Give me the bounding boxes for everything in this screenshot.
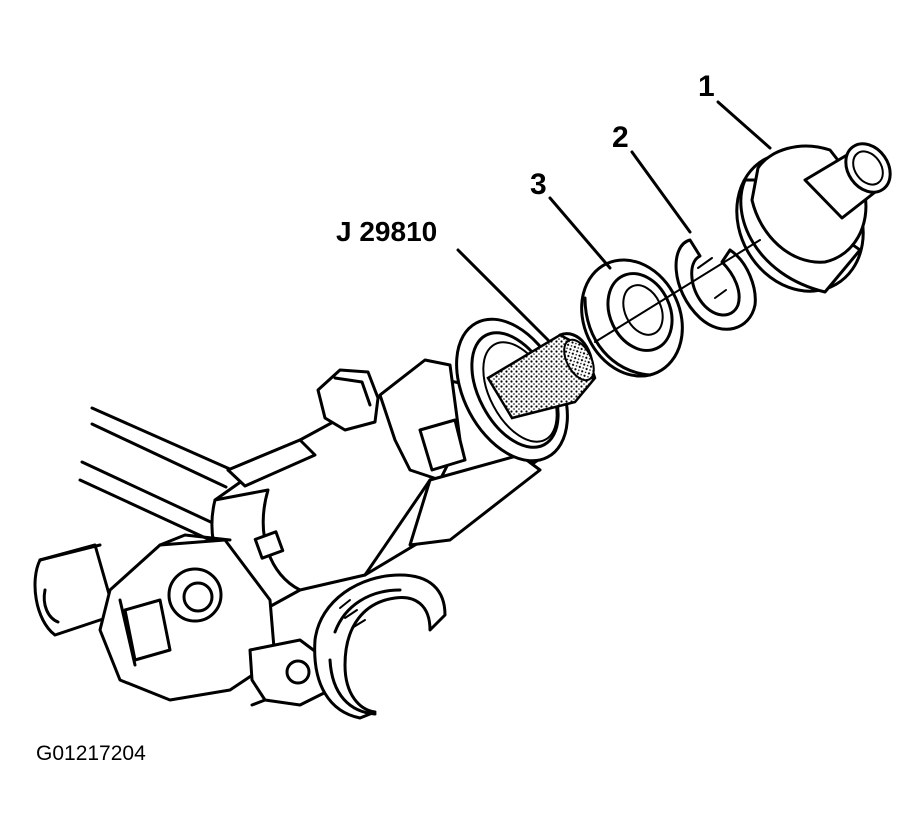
callout-tool: J 29810 [336, 216, 438, 247]
figure-id: G01217204 [36, 742, 146, 765]
leader-line-tool [456, 248, 550, 342]
leader-line-3 [548, 196, 612, 270]
leader-line-1 [716, 100, 772, 150]
assembly-centerline [594, 239, 761, 343]
callout-part-1: 1 [698, 70, 715, 103]
steering-gear-housing [33, 358, 547, 720]
callout-part-2: 2 [612, 121, 629, 154]
callout-part-3: 3 [530, 168, 547, 201]
part-1-end-plug [735, 142, 892, 294]
leader-line-2 [630, 150, 692, 234]
seal-installer-tool [486, 332, 608, 420]
